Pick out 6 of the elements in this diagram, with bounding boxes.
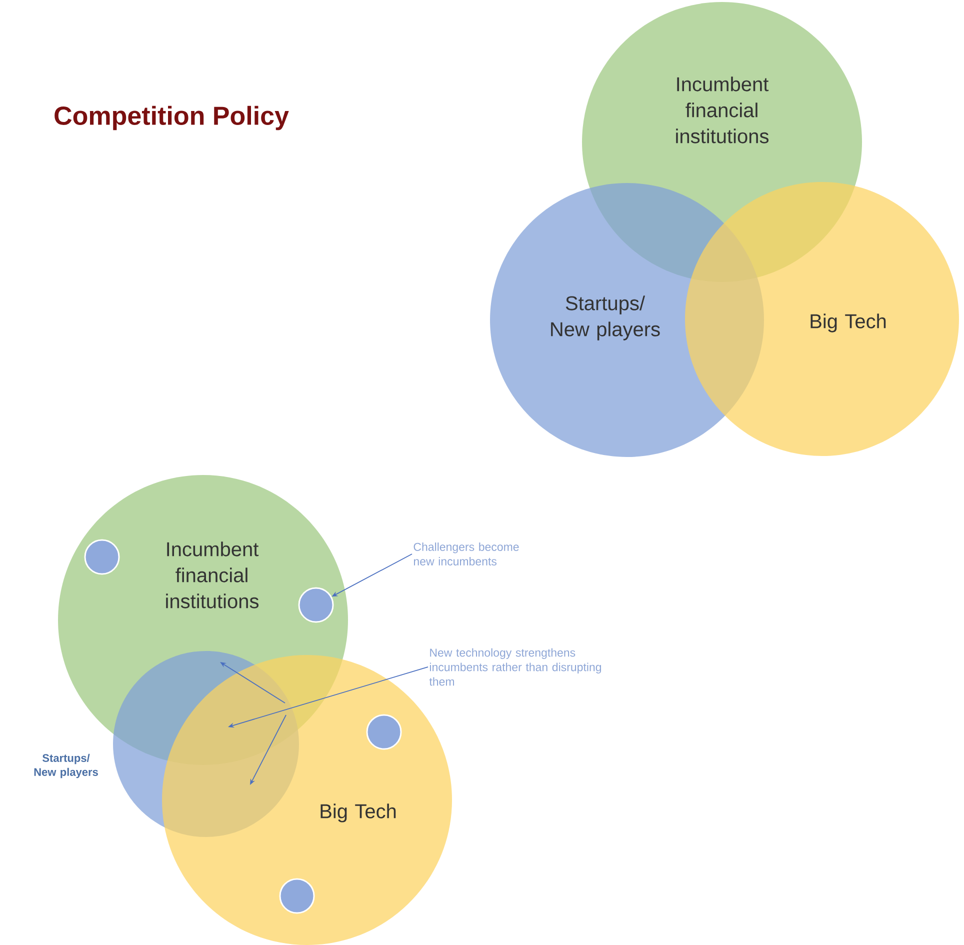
small-circle	[279, 878, 315, 914]
callout-text: Challengers become new incumbents	[414, 542, 519, 566]
small-circle	[366, 714, 402, 750]
title: Competition Policy	[54, 106, 289, 130]
small-circle	[298, 587, 334, 623]
small-circle	[84, 539, 120, 575]
